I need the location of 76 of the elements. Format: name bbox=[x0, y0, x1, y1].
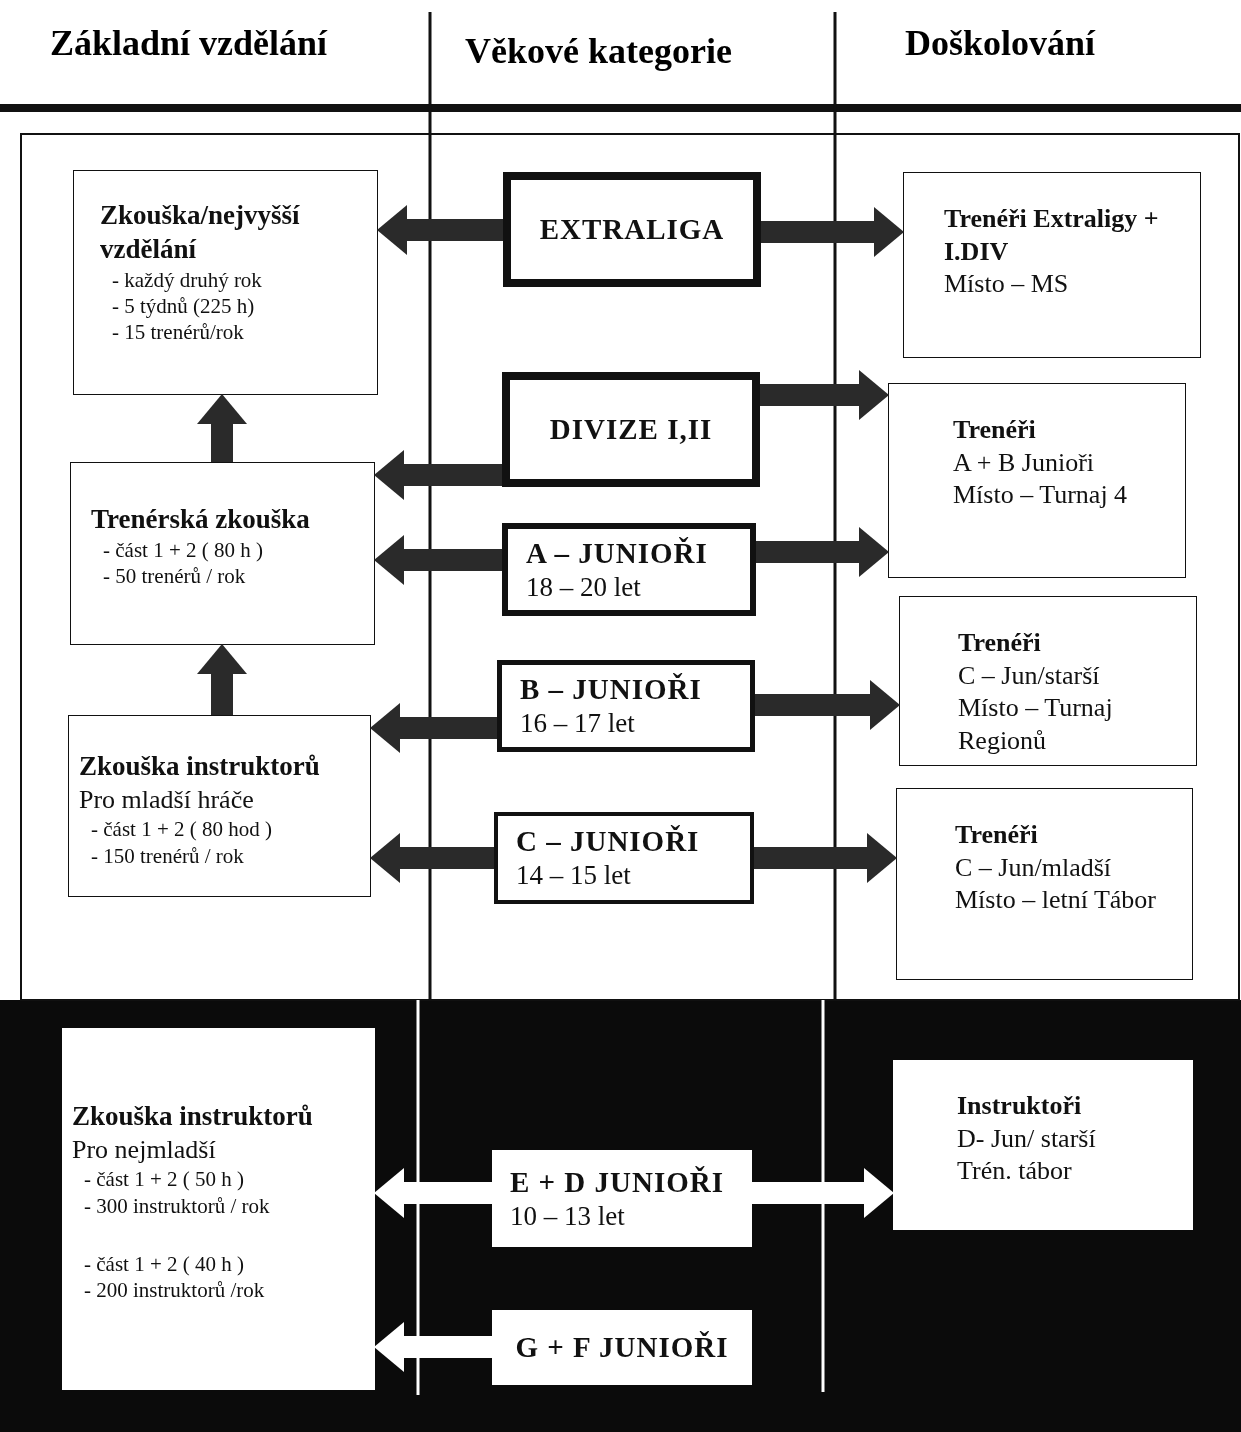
box-text: Místo – Turnaj Regionů bbox=[958, 692, 1114, 757]
box-text: Místo – letní Tábor bbox=[955, 884, 1157, 916]
block-arrow bbox=[752, 1168, 894, 1218]
box-heading: G + F JUNIOŘI bbox=[515, 1330, 729, 1366]
category-box bbox=[494, 812, 754, 904]
list-item: - 200 instruktorů /rok bbox=[83, 1277, 266, 1304]
box-heading: Zkouška/nejvyšší vzdělání bbox=[100, 199, 301, 266]
category-box bbox=[492, 1310, 752, 1385]
info-box bbox=[903, 172, 1201, 358]
info-box bbox=[899, 596, 1197, 766]
box-heading: A – JUNIOŘI bbox=[526, 535, 708, 571]
box-heading: Zkouška instruktorů bbox=[79, 750, 321, 783]
box-text: 18 – 20 let bbox=[526, 570, 641, 604]
box-heading: Trenéři Extraligy + I.DIV bbox=[944, 203, 1160, 268]
info-box bbox=[888, 383, 1186, 578]
block-arrow bbox=[755, 680, 900, 730]
block-arrow bbox=[760, 370, 889, 420]
list-item: - 15 trenérů/rok bbox=[111, 319, 245, 346]
box-heading: Zkouška instruktorů bbox=[72, 1100, 314, 1133]
list-item: - část 1 + 2 ( 80 h ) bbox=[102, 536, 264, 563]
info-box bbox=[68, 715, 371, 897]
column-heading: Doškolování bbox=[905, 22, 1096, 64]
category-box bbox=[502, 523, 756, 616]
box-heading: Trenéři bbox=[955, 819, 1039, 851]
box-text: D- Jun/ starší bbox=[957, 1122, 1097, 1155]
block-arrow bbox=[754, 833, 897, 883]
info-box bbox=[70, 462, 375, 645]
block-arrow bbox=[374, 1168, 492, 1218]
block-arrow bbox=[197, 394, 247, 462]
box-text: Místo – MS bbox=[944, 268, 1070, 300]
block-arrow bbox=[377, 205, 503, 255]
block-arrow bbox=[761, 207, 904, 257]
box-text: Pro nejmladší bbox=[72, 1133, 217, 1166]
list-item: - každý druhý rok bbox=[111, 266, 263, 293]
info-box bbox=[62, 1028, 375, 1390]
box-text: Trén. tábor bbox=[957, 1155, 1073, 1187]
box-text: C – Jun/starší bbox=[958, 659, 1101, 692]
list-item: - část 1 + 2 ( 50 h ) bbox=[83, 1166, 245, 1193]
block-arrow bbox=[756, 527, 889, 577]
category-box bbox=[497, 660, 755, 752]
box-heading: B – JUNIOŘI bbox=[520, 672, 702, 707]
column-heading: Základní vzdělání bbox=[50, 22, 328, 64]
box-heading: Instruktoři bbox=[957, 1090, 1083, 1122]
block-arrow bbox=[197, 644, 247, 715]
category-box bbox=[503, 172, 761, 287]
info-box bbox=[73, 170, 378, 395]
box-heading: E + D JUNIOŘI bbox=[510, 1164, 725, 1200]
box-heading: C – JUNIOŘI bbox=[516, 824, 700, 859]
box-heading: Trenéři bbox=[953, 414, 1037, 446]
list-item: - 5 týdnů (225 h) bbox=[111, 292, 256, 319]
block-arrow bbox=[370, 703, 497, 753]
box-heading: DIVIZE I,II bbox=[549, 412, 713, 448]
info-box bbox=[893, 1060, 1193, 1230]
info-box bbox=[896, 788, 1193, 980]
list-item: - část 1 + 2 ( 80 hod ) bbox=[90, 816, 273, 843]
list-item: - část 1 + 2 ( 40 h ) bbox=[83, 1250, 245, 1277]
box-text: 16 – 17 let bbox=[520, 707, 635, 741]
box-heading: EXTRALIGA bbox=[539, 212, 725, 248]
list-item: - 300 instruktorů / rok bbox=[83, 1192, 271, 1219]
block-arrow bbox=[370, 833, 494, 883]
box-text: Místo – Turnaj 4 bbox=[953, 479, 1129, 511]
box-text: C – Jun/mladší bbox=[955, 851, 1112, 884]
box-text: Pro mladší hráče bbox=[79, 783, 255, 816]
category-box bbox=[492, 1150, 752, 1247]
list-item: - 150 trenérů / rok bbox=[90, 842, 245, 869]
box-text: 10 – 13 let bbox=[510, 1199, 625, 1233]
box-text: A + B Junioři bbox=[953, 446, 1096, 479]
column-heading: Věkové kategorie bbox=[465, 30, 732, 72]
box-text: 14 – 15 let bbox=[516, 859, 631, 893]
box-heading: Trenérská zkouška bbox=[91, 503, 311, 536]
box-heading: Trenéři bbox=[958, 627, 1042, 659]
block-arrow bbox=[374, 450, 502, 500]
block-arrow bbox=[374, 535, 502, 585]
category-box bbox=[502, 372, 760, 487]
block-arrow bbox=[374, 1322, 492, 1372]
list-item: - 50 trenérů / rok bbox=[102, 563, 247, 590]
